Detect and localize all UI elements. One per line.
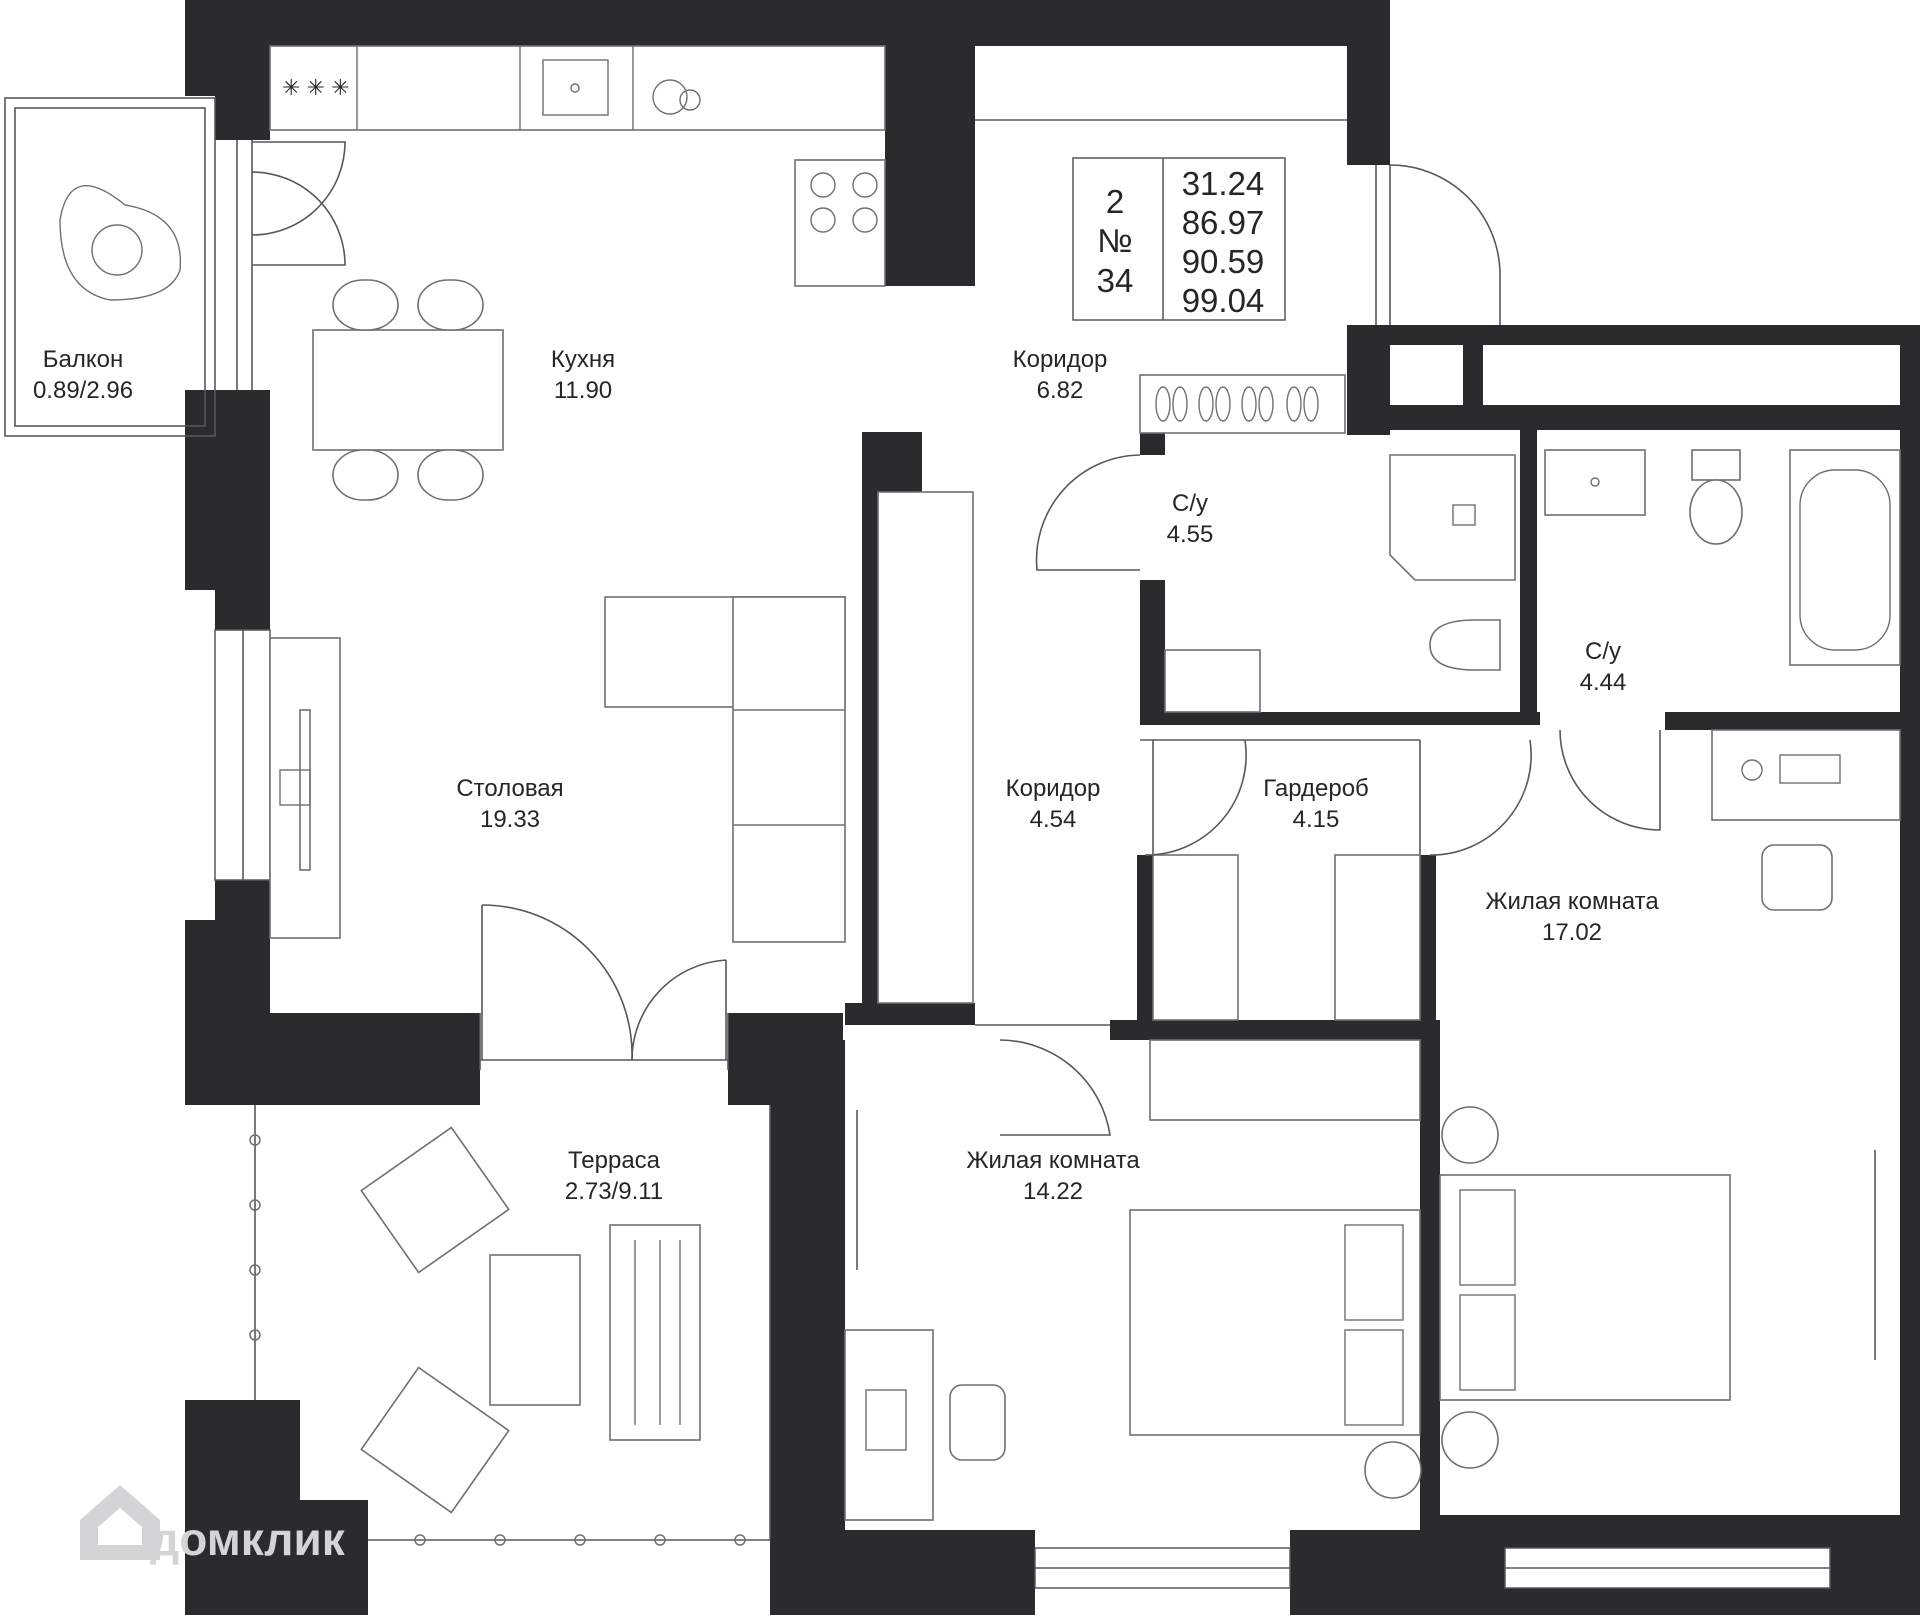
corridor-mid-name: Коридор (1006, 775, 1101, 802)
corridor-top-name: Коридор (1013, 346, 1108, 373)
area-value-3: 90.59 (1182, 243, 1265, 280)
furniture: ✳ ✳ ✳ (59, 59, 1901, 1546)
terrace-name: Терраса (568, 1147, 661, 1174)
area-value-2: 86.97 (1182, 204, 1265, 241)
dining-area: 19.33 (480, 806, 540, 833)
wardrobe-area: 4.15 (1293, 806, 1340, 833)
watermark-text: домклик (150, 1513, 346, 1565)
doors (251, 141, 1661, 1136)
watermark: домклик (80, 1485, 346, 1565)
svg-text:✳ ✳ ✳: ✳ ✳ ✳ (282, 75, 350, 100)
terrace-area: 2.73/9.11 (565, 1178, 663, 1205)
living-right-area: 17.02 (1542, 919, 1602, 946)
dining-name: Столовая (456, 775, 563, 802)
kitchen-area: 11.90 (554, 377, 612, 404)
kitchen-name: Кухня (551, 346, 615, 373)
wardrobe-name: Гардероб (1263, 775, 1369, 802)
balcony-area: 0.89/2.96 (33, 377, 133, 404)
balcony-name: Балкон (43, 346, 123, 373)
apartment-info-box: 2 № 34 31.24 86.97 90.59 99.04 (1072, 157, 1286, 321)
house-logo-icon (80, 1485, 160, 1560)
living-left-name: Жилая комната (966, 1147, 1140, 1174)
bathroom-2-area: 4.44 (1580, 669, 1627, 696)
bathroom-2-name: С/у (1585, 638, 1621, 665)
apartment-number: 34 (1097, 262, 1134, 299)
living-right-name: Жилая комната (1485, 888, 1659, 915)
walls (185, 0, 1920, 1615)
area-value-4: 99.04 (1182, 282, 1265, 319)
corridor-mid-area: 4.54 (1030, 806, 1077, 833)
thin-outlines (4, 45, 1876, 1541)
area-value-1: 31.24 (1182, 165, 1265, 202)
rooms-count: 2 (1106, 183, 1124, 220)
corridor-top-area: 6.82 (1037, 377, 1084, 404)
bathroom-1-name: С/у (1172, 490, 1208, 517)
room-labels: Балкон 0.89/2.96 Кухня 11.90 Коридор 6.8… (33, 346, 1659, 1205)
bathroom-1-area: 4.55 (1167, 521, 1214, 548)
living-left-area: 14.22 (1023, 1178, 1083, 1205)
number-symbol: № (1097, 222, 1132, 259)
